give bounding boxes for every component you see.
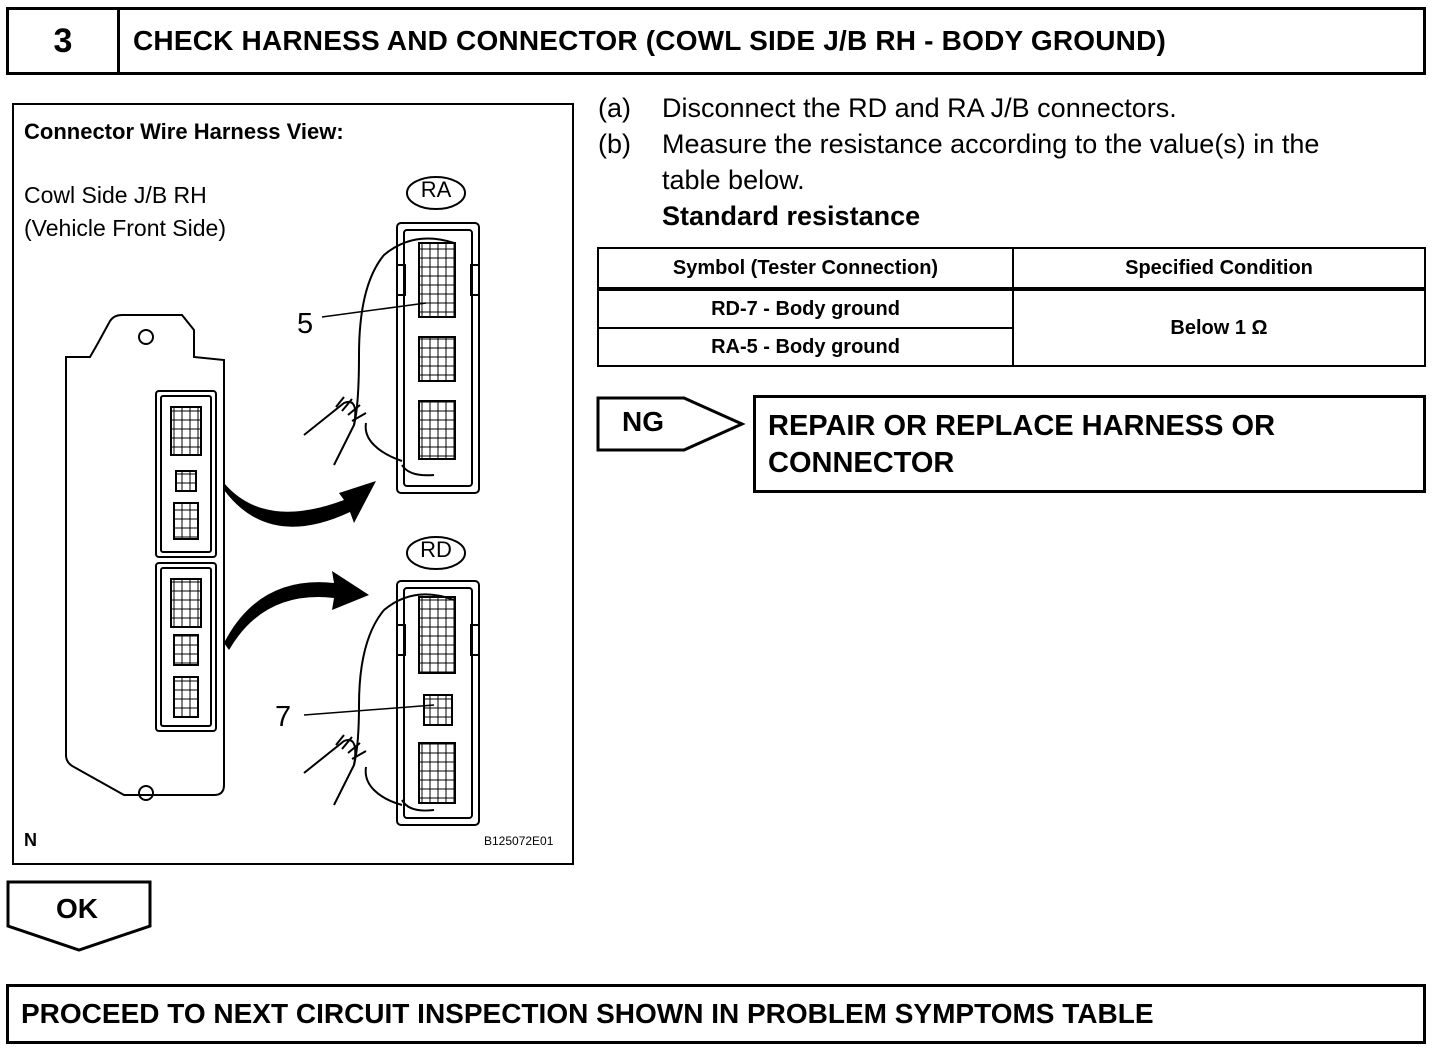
step-header: 3 CHECK HARNESS AND CONNECTOR (COWL SIDE… xyxy=(6,7,1426,75)
ra-label: RA xyxy=(420,177,452,202)
ng-result-line1: REPAIR OR REPLACE HARNESS OR xyxy=(768,410,1276,442)
condition-cell: Below 1 Ω xyxy=(1012,288,1426,367)
figure-code: B125072E01 xyxy=(484,834,554,848)
final-instruction: PROCEED TO NEXT CIRCUIT INSPECTION SHOWN… xyxy=(21,998,1154,1029)
table-header-row: Symbol (Tester Connection) Specified Con… xyxy=(597,247,1426,291)
ok-arrow xyxy=(6,880,152,952)
connector-drawing xyxy=(65,176,480,826)
ng-result-box: REPAIR OR REPLACE HARNESS OR CONNECTOR xyxy=(753,395,1426,493)
table-header: Specified Condition xyxy=(1012,247,1426,291)
corner-mark: N xyxy=(24,830,37,850)
figure-caption-line2: (Vehicle Front Side) xyxy=(24,215,226,241)
rd-connector xyxy=(303,580,480,826)
step-number: 3 xyxy=(9,10,120,72)
ng-result-line2: CONNECTOR xyxy=(768,447,955,479)
table-row: RA-5 - Body ground xyxy=(597,327,1425,367)
ra-connector-tag xyxy=(406,176,466,210)
ra-pin-label: 5 xyxy=(297,308,314,340)
rd-label: RD xyxy=(420,537,452,562)
final-instruction-box: PROCEED TO NEXT CIRCUIT INSPECTION SHOWN… xyxy=(6,984,1426,1044)
ng-arrow xyxy=(596,396,746,452)
table-cell: RA-5 - Body ground xyxy=(597,327,1014,367)
standard-label: Standard resistance xyxy=(662,201,921,231)
rd-connector-tag xyxy=(406,536,466,570)
junction-block-outline xyxy=(65,314,225,796)
table-row: RD-7 - Body ground Below 1 Ω xyxy=(597,288,1426,367)
step-b-text: Measure the resistance according to the … xyxy=(662,129,1320,159)
ng-label: NG xyxy=(622,406,664,437)
arrow-to-ra xyxy=(224,481,376,527)
figure-heading: Connector Wire Harness View: xyxy=(24,119,344,144)
ra-connector xyxy=(303,222,480,494)
arrow-to-rd xyxy=(224,571,369,650)
connector-figure: Connector Wire Harness View: Cowl Side J… xyxy=(12,103,574,865)
rd-pin-label: 7 xyxy=(275,701,292,733)
jb-connector-lower xyxy=(155,562,217,732)
ok-label: OK xyxy=(56,893,98,924)
step-b-marker: (b) xyxy=(598,129,631,159)
ng-result-text: REPAIR OR REPLACE HARNESS OR CONNECTOR xyxy=(768,408,1275,482)
step-a-text: Disconnect the RD and RA J/B connectors. xyxy=(662,93,1177,123)
step-b-text-cont: table below. xyxy=(662,165,805,195)
figure-caption-line1: Cowl Side J/B RH xyxy=(24,182,207,208)
step-title: CHECK HARNESS AND CONNECTOR (COWL SIDE J… xyxy=(133,25,1167,56)
table-cell: RD-7 - Body ground xyxy=(597,288,1014,329)
step-a-marker: (a) xyxy=(598,93,631,123)
table-header: Symbol (Tester Connection) xyxy=(597,247,1014,291)
spec-table: Symbol (Tester Connection) Specified Con… xyxy=(597,247,1426,367)
jb-connector-upper xyxy=(155,390,217,558)
